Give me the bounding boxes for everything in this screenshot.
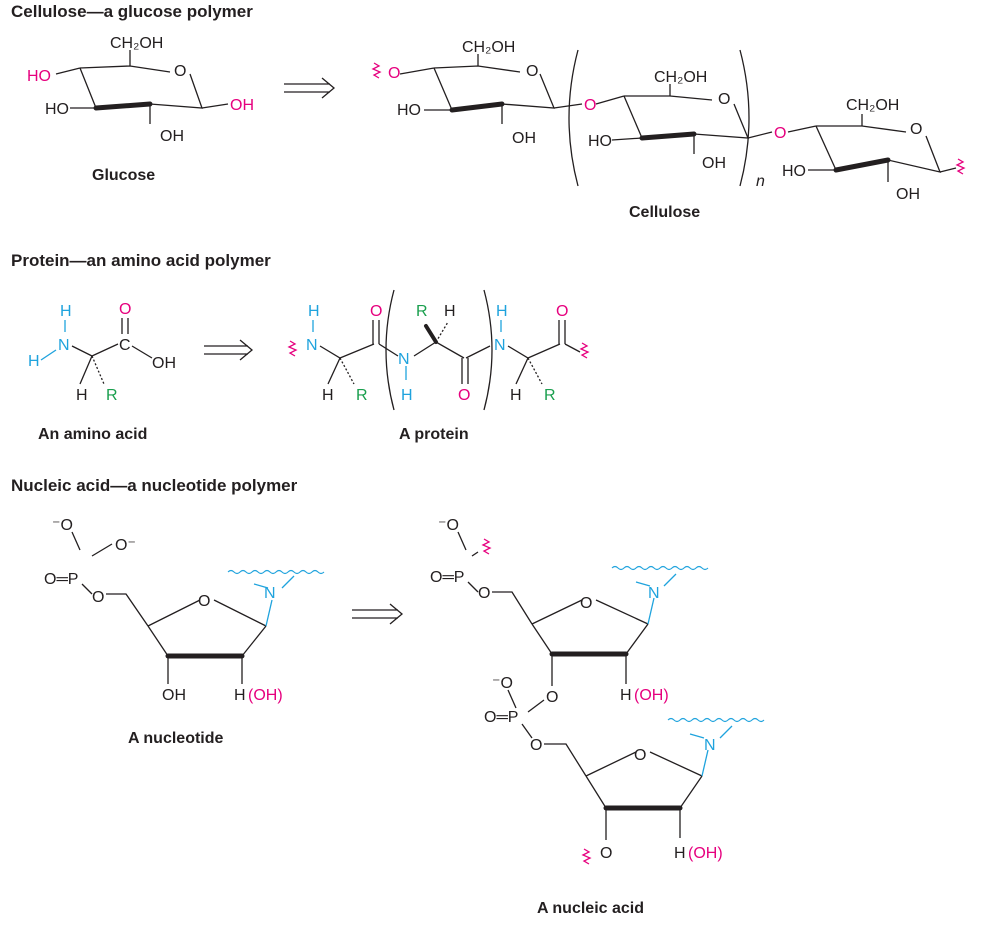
- glucose-ring-o: O: [174, 63, 186, 80]
- svg-text:OH: OH: [896, 186, 920, 203]
- bond-break-squiggle-icon: [372, 62, 381, 79]
- svg-text:O: O: [478, 585, 490, 602]
- svg-text:HO: HO: [782, 163, 806, 180]
- svg-text:⁻O: ⁻O: [438, 517, 459, 534]
- svg-text:H: H: [444, 303, 456, 320]
- glucose-ho-2: HO: [45, 101, 69, 118]
- svg-text:⁻O: ⁻O: [492, 675, 513, 692]
- svg-text:N: N: [494, 337, 506, 354]
- svg-text:O: O: [584, 97, 596, 114]
- glucose-oh-4: OH: [230, 97, 254, 114]
- retrosynthesis-arrow-icon: [352, 603, 404, 625]
- glucose-ch2oh: CH₂OH: [110, 35, 163, 52]
- svg-text:N: N: [306, 337, 318, 354]
- protein-heading: Protein—an amino acid polymer: [11, 251, 271, 270]
- svg-text:O: O: [458, 387, 470, 404]
- retrosynthesis-arrow-icon: [204, 339, 254, 361]
- svg-text:O: O: [634, 747, 646, 764]
- svg-text:R: R: [416, 303, 428, 320]
- nucleotide-structure: ⁻O O⁻ O═P O O N OH H (OH): [44, 517, 325, 704]
- svg-text:(OH): (OH): [688, 845, 723, 862]
- svg-text:N: N: [398, 351, 410, 368]
- svg-text:R: R: [106, 387, 118, 404]
- glucose-oh-3: OH: [160, 128, 184, 145]
- svg-text:H: H: [401, 387, 413, 404]
- svg-text:OH: OH: [152, 355, 176, 372]
- cellulose-caption: Cellulose: [629, 204, 701, 221]
- svg-text:H: H: [674, 845, 686, 862]
- svg-text:H: H: [308, 303, 320, 320]
- glucose-ho-1: HO: [27, 68, 51, 85]
- svg-text:H: H: [620, 687, 632, 704]
- svg-text:O: O: [370, 303, 382, 320]
- svg-text:OH: OH: [702, 155, 726, 172]
- svg-text:O: O: [92, 589, 104, 606]
- svg-text:N: N: [648, 585, 660, 602]
- svg-text:H: H: [60, 303, 72, 320]
- svg-text:(OH): (OH): [248, 687, 283, 704]
- glucose-caption: Glucose: [92, 167, 156, 184]
- nucleic-acid-caption: A nucleic acid: [537, 900, 644, 917]
- svg-text:CH₂OH: CH₂OH: [846, 97, 899, 114]
- svg-text:H: H: [234, 687, 246, 704]
- svg-text:(OH): (OH): [634, 687, 669, 704]
- svg-text:H: H: [510, 387, 522, 404]
- svg-text:R: R: [544, 387, 556, 404]
- svg-text:OH: OH: [162, 687, 186, 704]
- retrosynthesis-arrow-icon: [284, 77, 336, 99]
- svg-text:H: H: [28, 353, 40, 370]
- svg-text:N: N: [704, 737, 716, 754]
- svg-text:O: O: [910, 121, 922, 138]
- svg-text:O═P: O═P: [484, 709, 518, 726]
- svg-text:N: N: [264, 585, 276, 602]
- svg-text:O: O: [580, 595, 592, 612]
- svg-text:C: C: [119, 337, 131, 354]
- svg-text:O: O: [388, 65, 400, 82]
- svg-text:O: O: [526, 63, 538, 80]
- wavy-base-attachment-icon: [227, 569, 325, 575]
- cellulose-structure: O CH₂OH O HO OH O n CH₂OH O HO OH O: [372, 39, 965, 203]
- protein-structure: H N H R O N H R H O H N H R O: [288, 289, 589, 411]
- svg-text:O: O: [600, 845, 612, 862]
- svg-text:H: H: [496, 303, 508, 320]
- svg-text:O: O: [530, 737, 542, 754]
- protein-caption: A protein: [399, 426, 469, 443]
- svg-text:O: O: [119, 301, 131, 318]
- svg-text:R: R: [356, 387, 368, 404]
- svg-text:O═P: O═P: [44, 571, 78, 588]
- svg-text:CH₂OH: CH₂OH: [654, 69, 707, 86]
- svg-text:HO: HO: [397, 102, 421, 119]
- amino-acid-structure: H N H H R C O OH: [28, 301, 176, 404]
- svg-text:OH: OH: [512, 130, 536, 147]
- nucleic-acid-heading: Nucleic acid—a nucleotide polymer: [11, 476, 298, 495]
- svg-text:CH₂OH: CH₂OH: [462, 39, 515, 56]
- amino-acid-caption: An amino acid: [38, 426, 148, 443]
- svg-text:H: H: [322, 387, 334, 404]
- nucleic-acid-structure: ⁻O O═P O O N H (OH) O ⁻O O═P O O N: [430, 517, 765, 865]
- svg-text:O⁻: O⁻: [115, 537, 136, 554]
- svg-text:O: O: [546, 689, 558, 706]
- glucose-structure: CH₂OH O HO HO OH OH: [27, 35, 254, 145]
- nucleotide-caption: A nucleotide: [128, 730, 224, 747]
- svg-text:O: O: [198, 593, 210, 610]
- svg-text:n: n: [756, 173, 765, 190]
- cellulose-heading: Cellulose—a glucose polymer: [11, 2, 253, 21]
- svg-text:N: N: [58, 337, 70, 354]
- svg-text:O: O: [718, 91, 730, 108]
- svg-text:H: H: [76, 387, 88, 404]
- svg-text:O═P: O═P: [430, 569, 464, 586]
- svg-text:HO: HO: [588, 133, 612, 150]
- svg-text:O: O: [556, 303, 568, 320]
- svg-text:⁻O: ⁻O: [52, 517, 73, 534]
- svg-text:O: O: [774, 125, 786, 142]
